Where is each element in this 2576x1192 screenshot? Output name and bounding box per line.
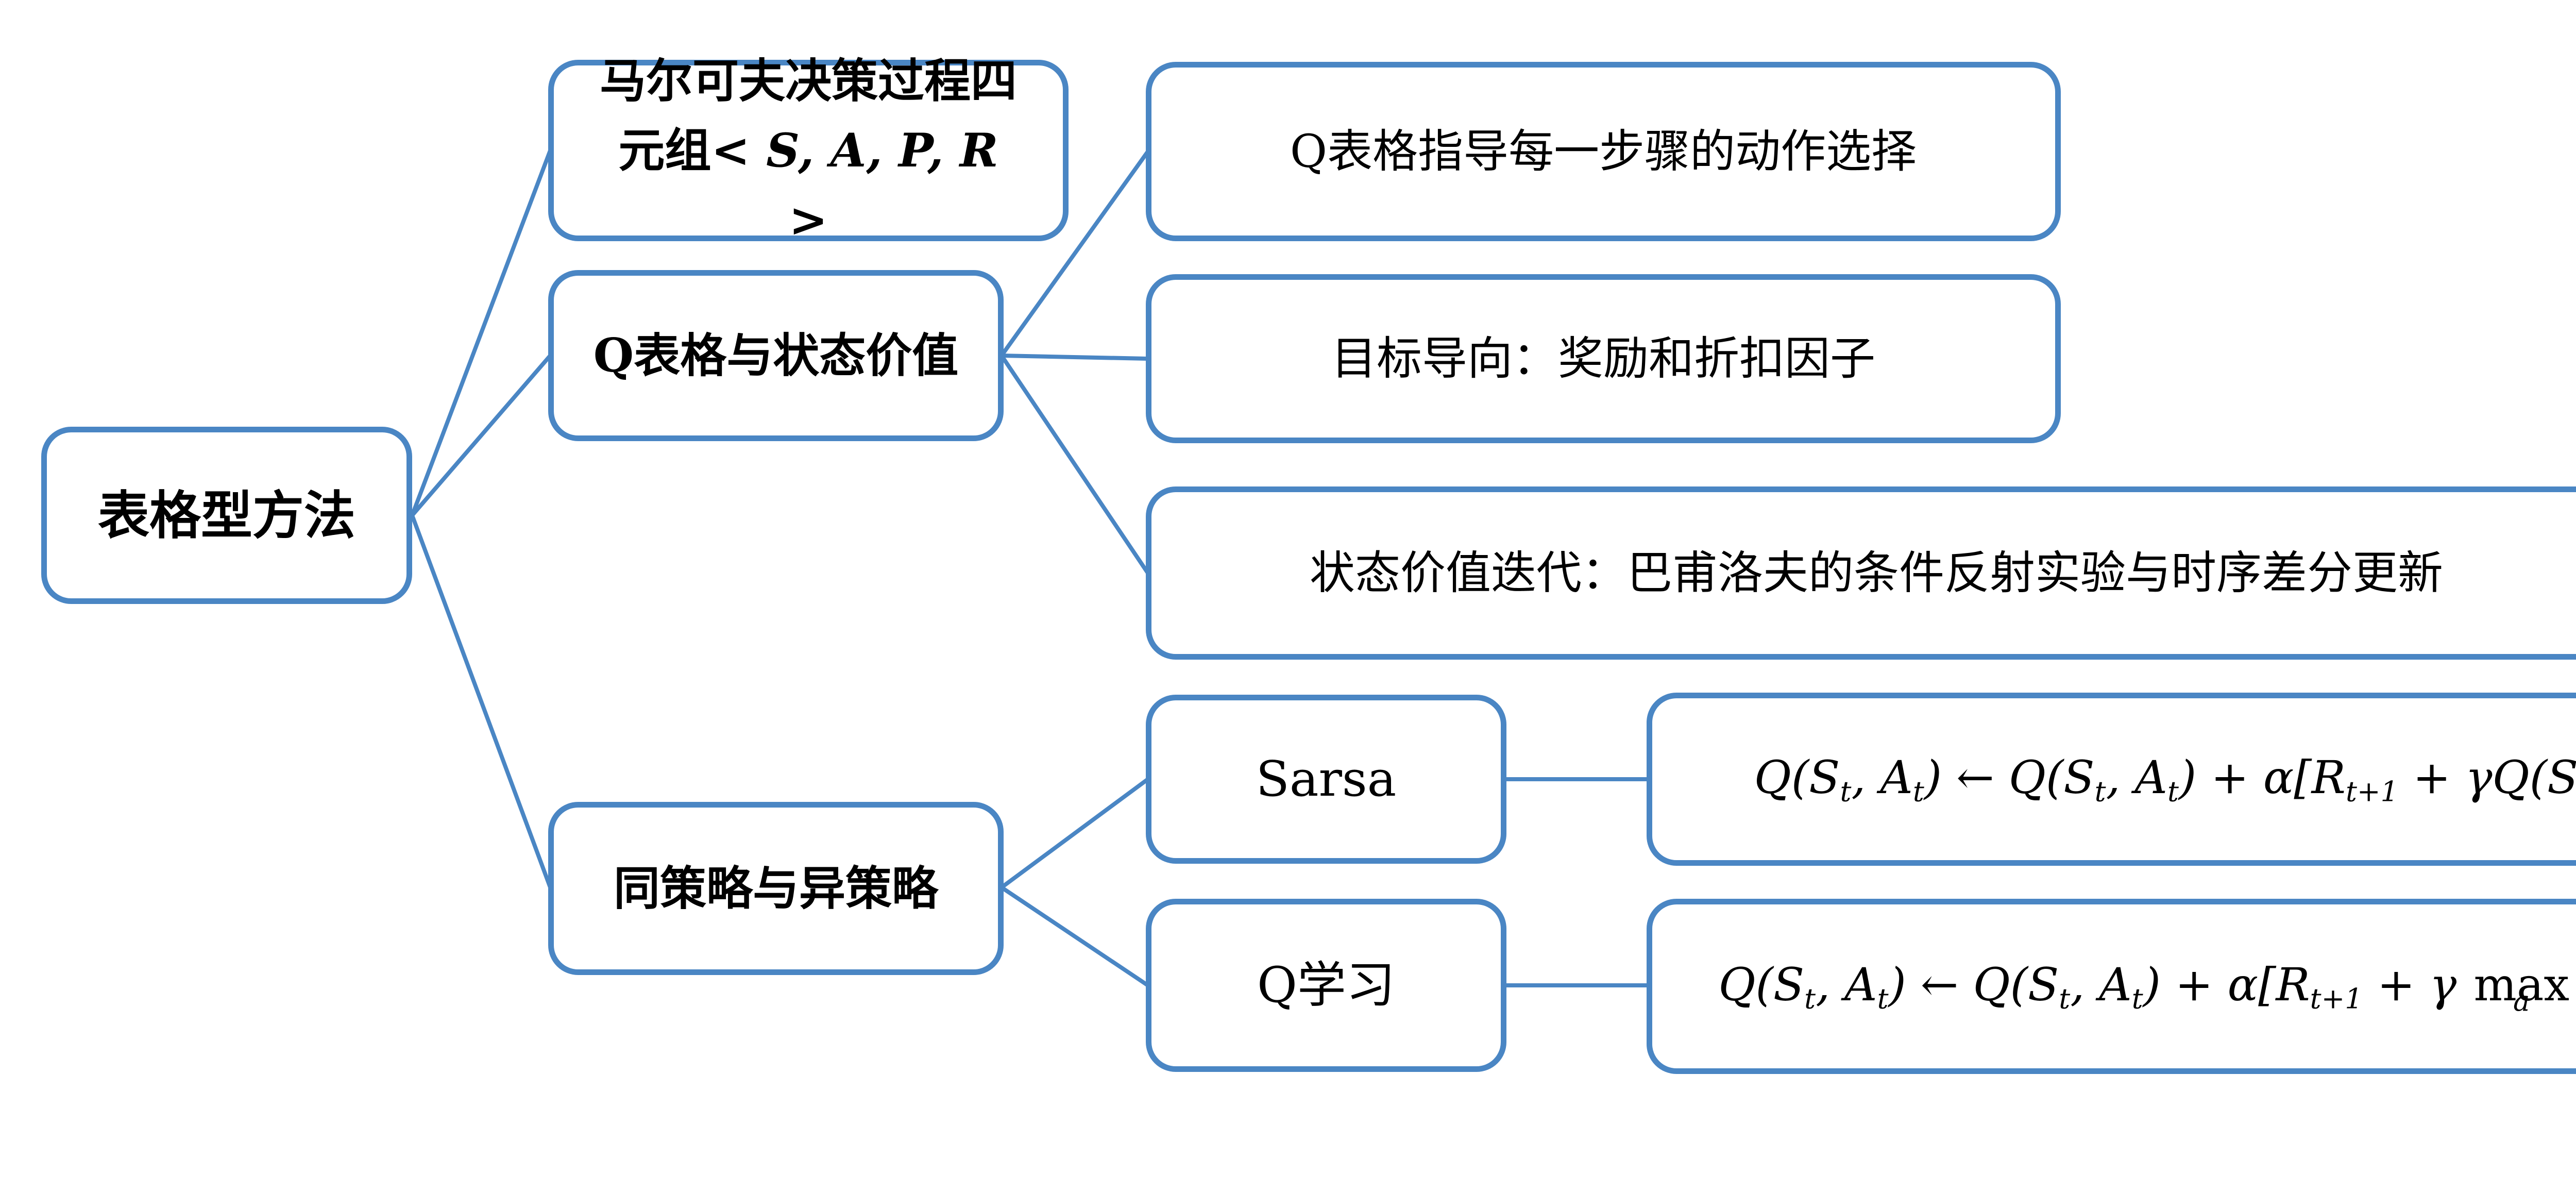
edge-root-policy	[410, 513, 552, 889]
node-label: 马尔可夫决策过程四元组< S, A, P, R >	[600, 53, 1017, 247]
node-tabular-methods: 表格型方法	[41, 427, 412, 604]
node-label: Q表格指导每一步骤的动作选择	[1290, 125, 1917, 178]
edge-policy-sarsa	[999, 777, 1150, 889]
node-label: 同策略与异策略	[614, 861, 938, 916]
edge-qtable-vi	[999, 354, 1150, 575]
node-qlearning: Q学习	[1146, 899, 1506, 1072]
edge-root-qtable	[410, 354, 552, 517]
node-goal-reward-discount: 目标导向：奖励和折扣因子	[1146, 274, 2061, 443]
node-on-off-policy: 同策略与异策略	[548, 802, 1004, 975]
node-sarsa: Sarsa	[1146, 695, 1506, 864]
edge-qtable-qguide	[999, 149, 1150, 358]
edge-policy-qlearn	[999, 885, 1150, 987]
node-qtable-action-selection: Q表格指导每一步骤的动作选择	[1146, 62, 2061, 241]
node-mdp-quadruple: 马尔可夫决策过程四元组< S, A, P, R >	[548, 54, 1069, 247]
edge-root-mdp	[410, 148, 552, 517]
node-state-value-iteration: 状态价值迭代：巴甫洛夫的条件反射实验与时序差分更新	[1146, 486, 2576, 660]
node-label: 状态价值迭代：巴甫洛夫的条件反射实验与时序差分更新	[1309, 546, 2443, 599]
node-label: 表格型方法	[98, 484, 355, 546]
node-sarsa-update-formula: Q(St, At) ← Q(St, At) + α[Rt+1 + γQ(St+1…	[1647, 693, 2576, 866]
edge-qtable-goal	[999, 354, 1150, 361]
node-label: Q表格与状态价值	[593, 328, 959, 383]
node-label: Q学习	[1257, 956, 1395, 1014]
node-label: 目标导向：奖励和折扣因子	[1331, 332, 1875, 385]
node-label: Sarsa	[1256, 750, 1397, 808]
sarsa-formula: Q(St, At) ← Q(St, At) + α[Rt+1 + γQ(St+1…	[1754, 751, 2576, 808]
node-qtable-state-value: Q表格与状态价值	[548, 270, 1004, 441]
